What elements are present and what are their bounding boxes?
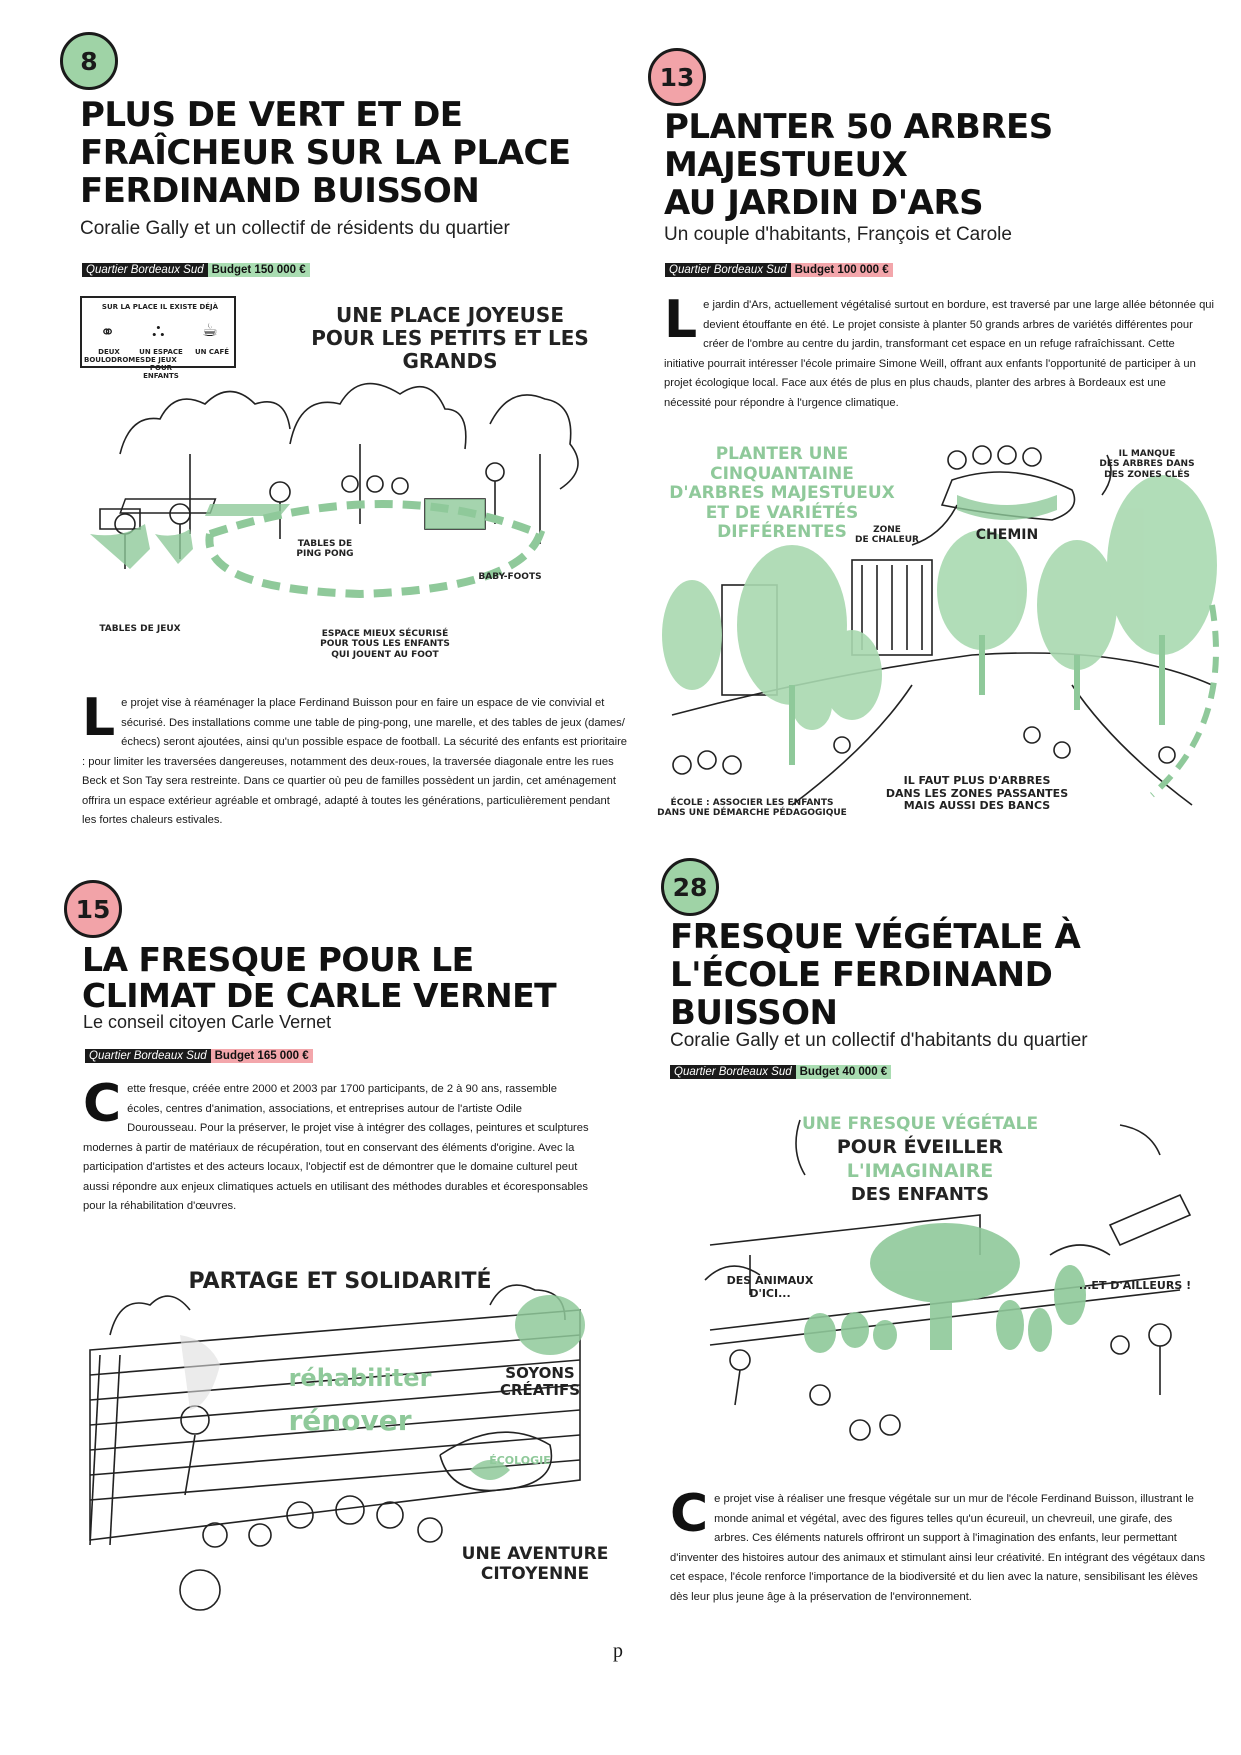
label-heat-zone: Zone de chaleur: [855, 525, 919, 546]
description-text: ette fresque, créée entre 2000 et 2003 p…: [83, 1083, 589, 1212]
project-author: Le conseil citoyen Carle Vernet: [83, 1012, 332, 1032]
district-tag: Quartier Bordeaux Sud: [665, 263, 791, 277]
illustration-headline: Partage et solidarité: [188, 1269, 492, 1294]
label-path: Chemin: [975, 527, 1039, 543]
label-safe-space: Espace mieux sécurisé pour tous les enfa…: [320, 629, 450, 660]
budget-tag: Budget 150 000 €: [207, 263, 310, 277]
illustration-place-buisson: Sur la place il existe déjà Deux boulodr…: [80, 294, 625, 674]
description-text: e projet vise à réaménager la place Ferd…: [82, 697, 628, 826]
district-tag: Quartier Bordeaux Sud: [670, 1065, 796, 1079]
budget-tag: Budget 165 000 €: [210, 1049, 313, 1063]
illustration-fresque-carle-vernet: Partage et solidarité réhabiliter rénove…: [70, 1245, 625, 1620]
coffee-icon: ☕: [202, 320, 219, 340]
project-tags: Quartier Bordeaux Sud Budget 165 000 €: [85, 1049, 313, 1063]
existing-item: Un espace de jeux pour enfants: [139, 348, 183, 381]
label-school: École : associer les enfants dans une dé…: [657, 798, 847, 819]
project-author: Coralie Gally et un collectif d'habitant…: [670, 1030, 1088, 1051]
playground-icon: ⛬: [152, 320, 165, 340]
wall-text-renover: rénover: [288, 1404, 412, 1437]
label-missing-trees: Il manque des arbres dans des zones clés: [1099, 449, 1195, 480]
project-tags: Quartier Bordeaux Sud Budget 100 000 €: [665, 263, 893, 277]
illustration-headline: Planter une cinquantaine d'arbres majest…: [669, 444, 895, 543]
dropcap: L: [664, 290, 698, 350]
school-mural-sketch: [704, 1119, 1192, 1441]
project-author: Un couple d'habitants, François et Carol…: [664, 224, 1012, 245]
boules-icon: ⚭: [100, 322, 116, 342]
project-number-badge: 15: [64, 880, 122, 938]
description-text: e projet vise à réaliser une fresque vég…: [670, 1493, 1206, 1603]
garden-sketch: [662, 445, 1219, 806]
label-elsewhere-animals: ...et d'ailleurs !: [1078, 1279, 1192, 1292]
district-tag: Quartier Bordeaux Sud: [85, 1049, 211, 1063]
budget-tag: Budget 40 000 €: [795, 1065, 892, 1079]
label-baby-foot: Baby-foots: [478, 572, 542, 582]
label-game-tables: Tables de jeux: [99, 624, 181, 634]
dropcap: C: [83, 1074, 122, 1134]
project-title: Planter 50 arbres majestueux au jardin d…: [664, 107, 1053, 223]
ecology-tag: écologie: [489, 1454, 551, 1467]
project-number-badge: 28: [661, 858, 719, 916]
label-ping-pong: Tables de ping pong: [296, 539, 354, 560]
park-sketch: [90, 382, 579, 599]
adventure-caption: Une aventure citoyenne: [461, 1544, 609, 1584]
mural-sketch: [89, 1284, 585, 1611]
label-local-animals: Des animaux d'ici...: [726, 1274, 814, 1300]
headline-line-4: des enfants: [850, 1184, 990, 1205]
creative-tag: Soyons créatifs: [499, 1364, 581, 1400]
headline-line-3: l'imaginaire: [846, 1160, 994, 1182]
district-tag: Quartier Bordeaux Sud: [82, 263, 208, 277]
project-title: Plus de vert et de fraîcheur sur la plac…: [80, 95, 571, 211]
wall-text-rehabiliter: réhabiliter: [288, 1364, 432, 1392]
existing-facilities-box: Sur la place il existe déjà Deux boulodr…: [80, 296, 236, 380]
project-tags: Quartier Bordeaux Sud Budget 150 000 €: [82, 263, 310, 277]
dropcap: C: [670, 1484, 709, 1544]
illustration-headline: Une place joyeuse pour les petits et les…: [311, 303, 589, 373]
illustration-fresque-vegetale: Une fresque végétale pour éveiller l'ima…: [690, 1105, 1200, 1475]
label-benches: Il faut plus d'arbres dans les zones pas…: [885, 774, 1069, 813]
project-tags: Quartier Bordeaux Sud Budget 40 000 €: [670, 1065, 892, 1079]
project-title: La fresque pour le climat de Carle Verne…: [82, 940, 557, 1015]
description-text: e jardin d'Ars, actuellement végétalisé …: [664, 299, 1214, 409]
page-mark: p: [613, 1640, 623, 1662]
project-author: Coralie Gally et un collectif de résiden…: [80, 218, 510, 239]
project-number-badge: 8: [60, 32, 118, 90]
headline-line-1: Une fresque végétale: [801, 1114, 1039, 1134]
project-number-badge: 13: [648, 48, 706, 106]
existing-item: Deux boulodromes: [84, 348, 146, 365]
existing-item: Un café: [194, 348, 230, 356]
headline-line-2: pour éveiller: [836, 1136, 1004, 1158]
budget-tag: Budget 100 000 €: [790, 263, 893, 277]
dropcap: L: [82, 688, 116, 748]
project-title: Fresque végétale à l'école Ferdinand Bui…: [670, 917, 1081, 1033]
illustration-jardin-ars: Planter une cinquantaine d'arbres majest…: [652, 435, 1222, 835]
existing-title: Sur la place il existe déjà: [101, 303, 219, 311]
